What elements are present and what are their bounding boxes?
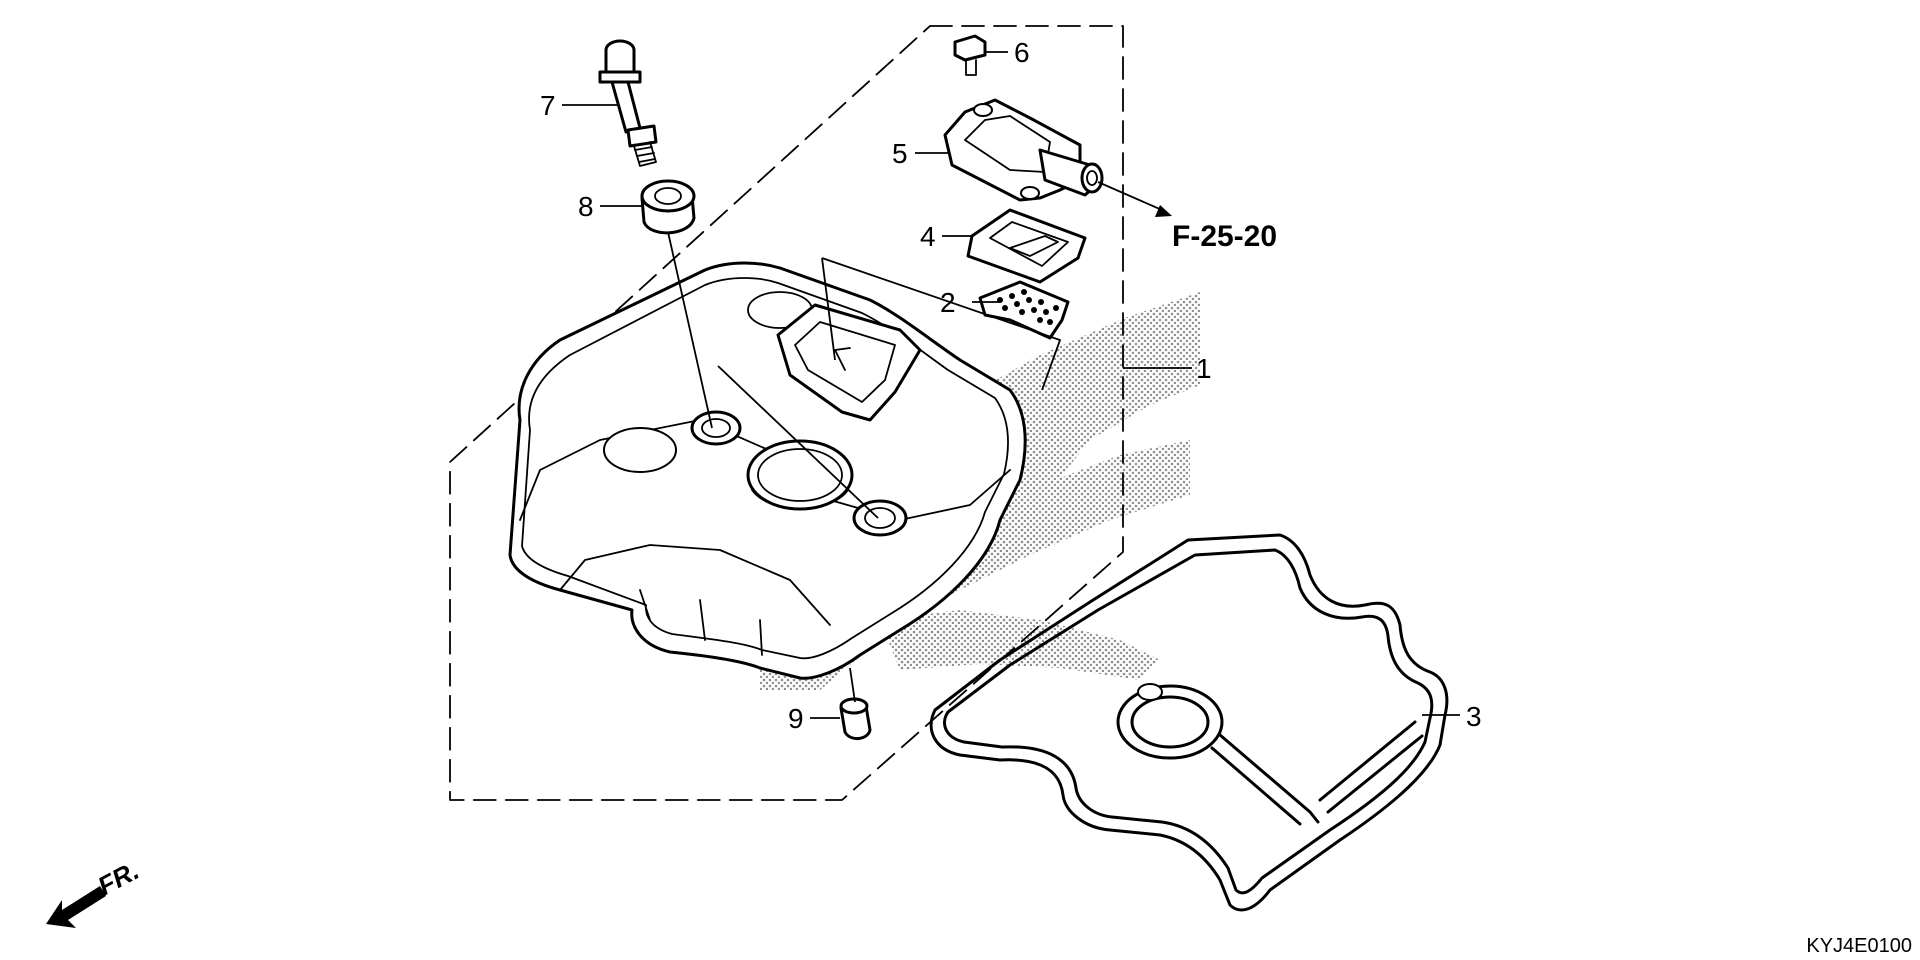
part-7-bolt <box>598 39 658 167</box>
part-1-head-cover <box>508 261 1027 680</box>
callout-3: 3 <box>1466 701 1482 732</box>
front-arrow-icon <box>46 886 106 928</box>
callout-1: 1 <box>1196 353 1212 384</box>
callout-9: 9 <box>788 703 804 734</box>
reference-arrow-line <box>1097 181 1163 211</box>
assembly-boundary <box>449 25 1124 801</box>
callout-8: 8 <box>578 191 594 222</box>
callout-5: 5 <box>892 138 908 169</box>
part-9-dowel-pin <box>839 697 872 740</box>
callout-6: 6 <box>1014 37 1030 68</box>
part-2-breather-plate <box>978 280 1070 340</box>
reference-code[interactable]: F-25-20 <box>1172 220 1277 253</box>
leader-lines <box>562 51 1460 719</box>
callout-numbers: 1 2 3 4 5 6 7 8 9 <box>540 37 1482 734</box>
diagram-code: KYJ4E0100 <box>1806 935 1912 957</box>
part-6-bolt <box>953 34 987 76</box>
reference-arrow-head <box>1155 205 1172 217</box>
part-4-breather-gasket <box>966 208 1087 284</box>
part-8-seal-washer <box>640 179 696 235</box>
part-5-breather-cover <box>943 98 1104 202</box>
part-3-head-cover-gasket <box>929 533 1449 912</box>
front-direction-indicator: FR. <box>46 855 144 928</box>
callout-2: 2 <box>940 287 956 318</box>
callout-4: 4 <box>920 221 936 252</box>
callout-7: 7 <box>540 90 556 121</box>
